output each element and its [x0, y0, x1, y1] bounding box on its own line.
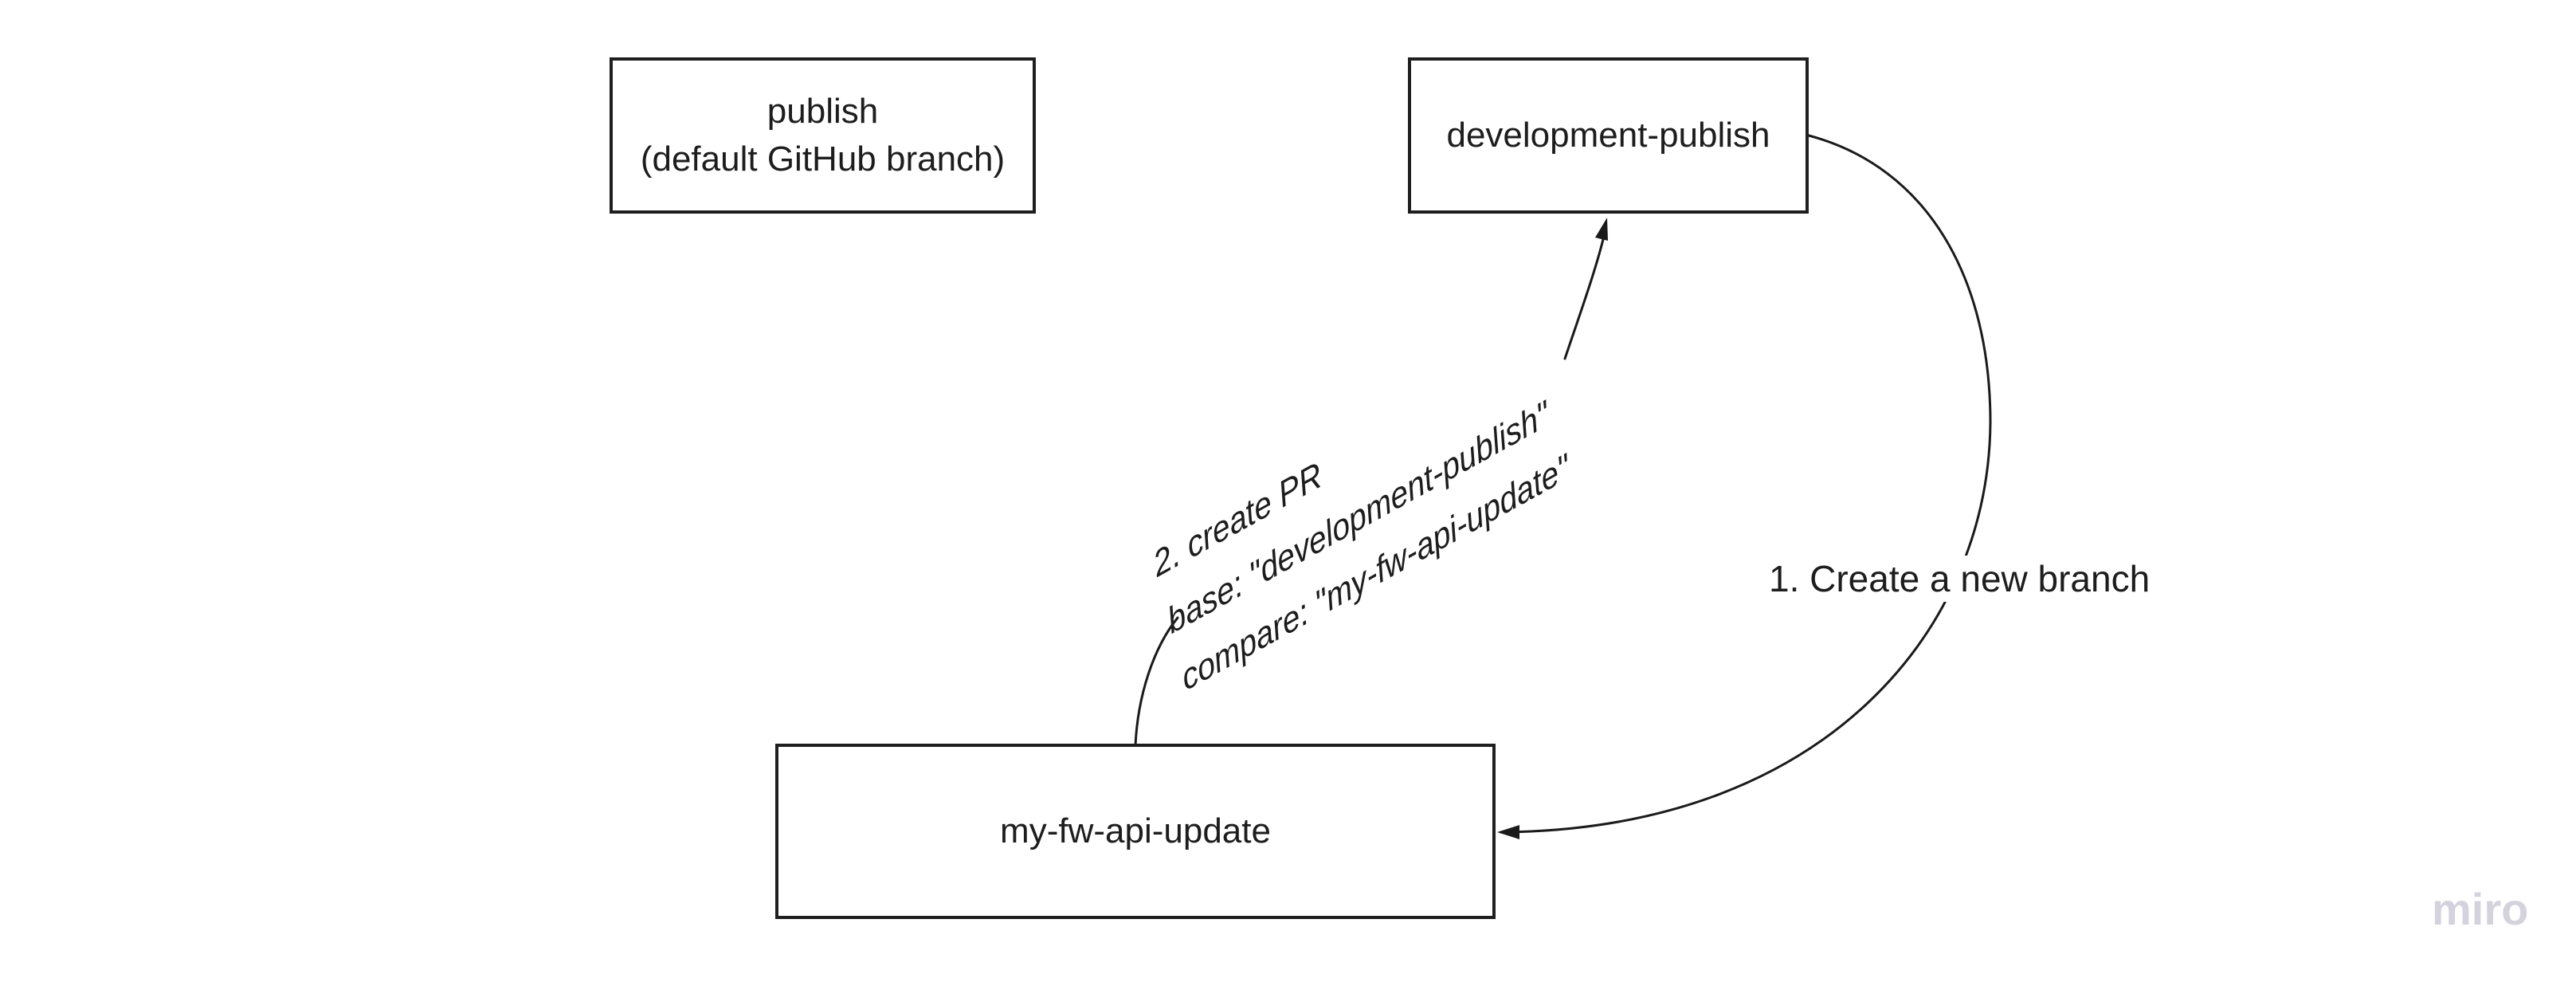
miro-watermark: miro [2432, 884, 2529, 934]
connector-create-pr-lower-segment[interactable] [1134, 616, 1179, 747]
node-label: development-publish [1446, 116, 1770, 155]
connector-create-pr-upper-segment[interactable] [1563, 231, 1606, 360]
arrowhead-up-icon [1595, 218, 1608, 241]
branch-node-publish[interactable]: publish (default GitHub branch) [610, 57, 1036, 214]
connector-create-branch[interactable] [1500, 134, 1992, 834]
branch-node-development-publish[interactable]: development-publish [1408, 57, 1809, 214]
branch-node-my-fw-api-update[interactable]: my-fw-api-update [775, 744, 1496, 919]
node-label: publish [767, 92, 879, 131]
connector-label-create-branch[interactable]: 1. Create a new branch [1762, 556, 2157, 602]
arrowhead-left-icon [1497, 825, 1519, 839]
node-label: my-fw-api-update [1000, 811, 1271, 850]
node-sublabel: (default GitHub branch) [640, 139, 1006, 179]
